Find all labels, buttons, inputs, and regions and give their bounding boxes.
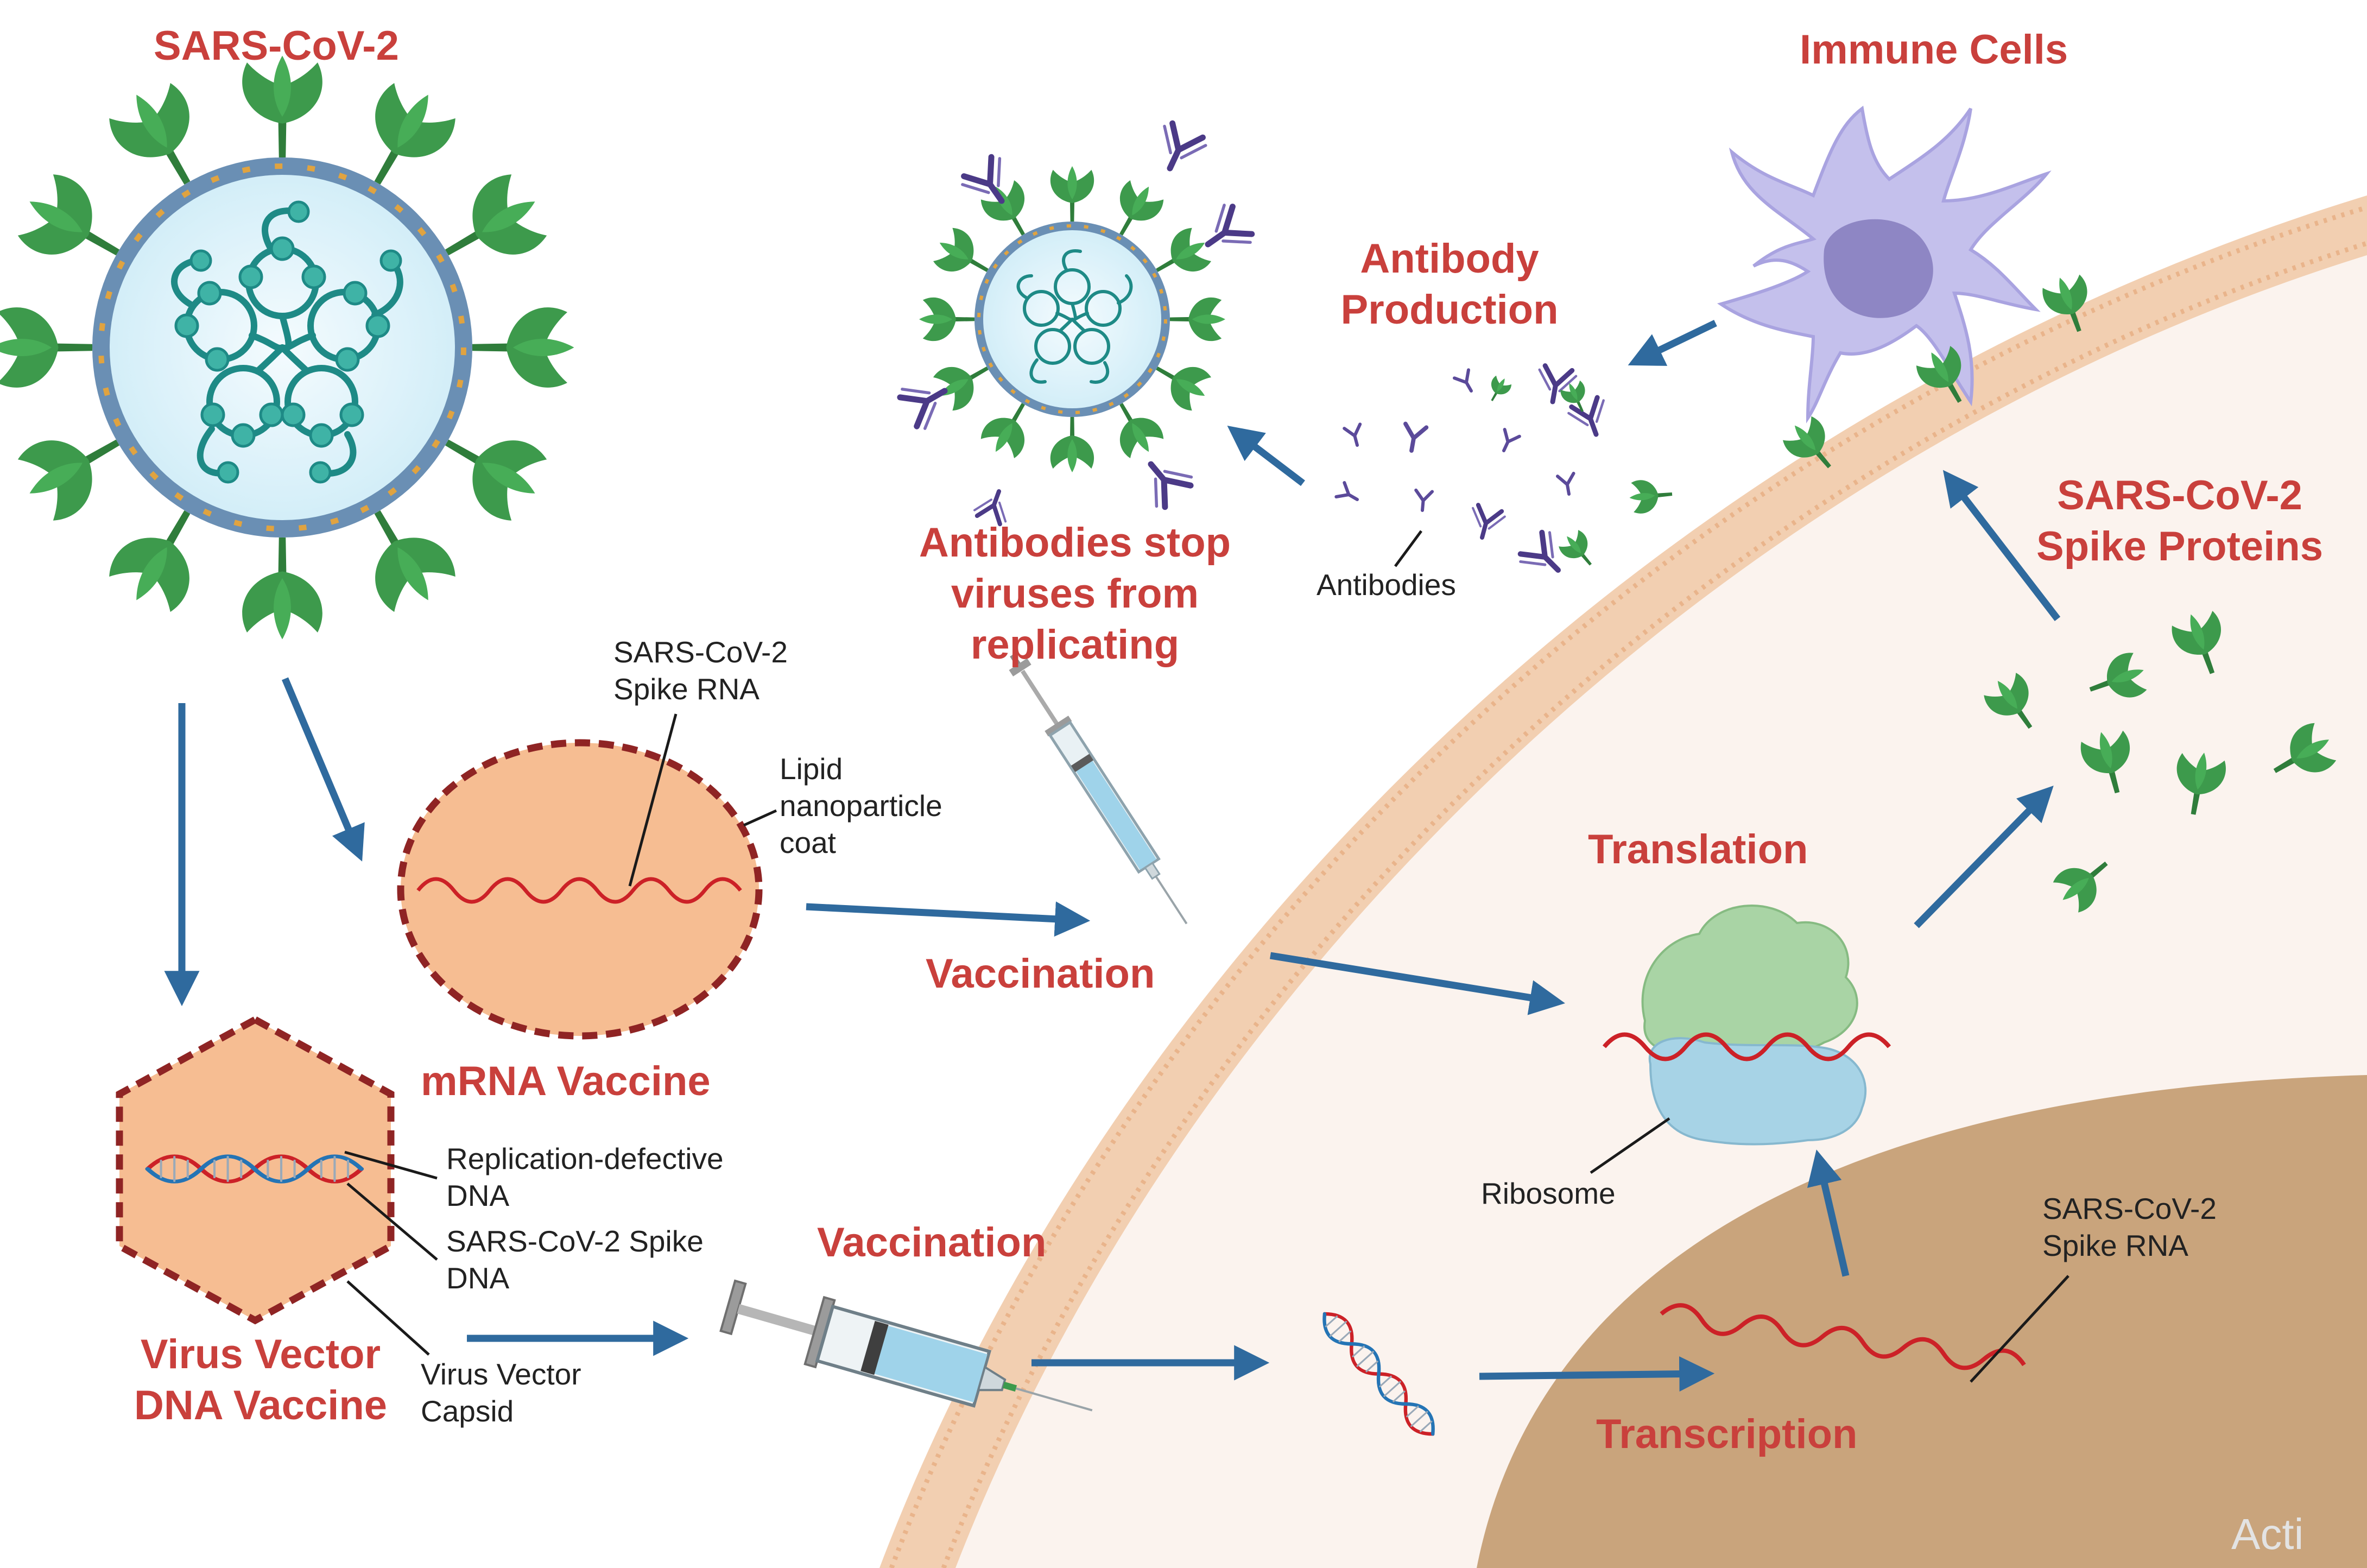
mrna-strand-icon xyxy=(416,877,742,904)
vector-capsid-callout: Virus Vector Capsid xyxy=(421,1357,581,1428)
mrna-strand-icon xyxy=(1660,1303,2026,1370)
lipid-coat-callout: Lipid nanoparticle coat xyxy=(780,752,942,859)
immune-cells-label: Immune Cells xyxy=(1800,27,2068,73)
spike-rna-callout: SARS-CoV-2 Spike RNA xyxy=(613,635,788,706)
lipid-nanoparticle-icon xyxy=(397,739,763,1040)
nucleus xyxy=(1477,1075,2367,1568)
viral-vector-capsid-icon xyxy=(116,1015,395,1325)
spike-proteins-label: SARS-CoV-2 Spike Proteins xyxy=(2036,472,2323,570)
coronavirus-icon xyxy=(0,55,574,640)
vaccination-bottom-label: Vaccination xyxy=(817,1219,1047,1266)
immune-cell-icon xyxy=(1717,105,2052,423)
ribosome-callout: Ribosome xyxy=(1481,1177,1616,1210)
neutralized-virus-icon xyxy=(919,166,1225,472)
mrna-strand-icon xyxy=(1602,1032,1891,1061)
mrna-vaccine-label: mRNA Vaccine xyxy=(421,1058,711,1104)
replication-dna-callout: Replication-defective DNA xyxy=(446,1142,724,1212)
nucleus-spike-rna-callout: SARS-CoV-2 Spike RNA xyxy=(2042,1192,2217,1262)
spike-dna-callout: SARS-CoV-2 Spike DNA xyxy=(446,1224,704,1295)
vaccination-top-label: Vaccination xyxy=(926,951,1155,997)
syringe-icon xyxy=(1009,653,1188,925)
antibody-production-label: Antibody Production xyxy=(1340,236,1559,333)
syringe-icon xyxy=(719,1279,1093,1412)
antibodies-stop-label: Antibodies stop viruses from replicating xyxy=(919,520,1231,668)
transcription-label: Transcription xyxy=(1596,1411,1858,1457)
host-cell xyxy=(879,195,2367,1568)
translation-label: Translation xyxy=(1588,826,1808,872)
vector-vaccine-label: Virus Vector DNA Vaccine xyxy=(134,1331,388,1428)
antibodies-callout: Antibodies xyxy=(1317,568,1456,602)
watermark-text: Acti xyxy=(2231,1510,2304,1558)
ribosome-icon xyxy=(1602,904,1891,1146)
virus-label: SARS-CoV-2 xyxy=(154,23,399,69)
arrow-icon xyxy=(164,320,2061,1392)
callout-lines xyxy=(344,530,2069,1383)
